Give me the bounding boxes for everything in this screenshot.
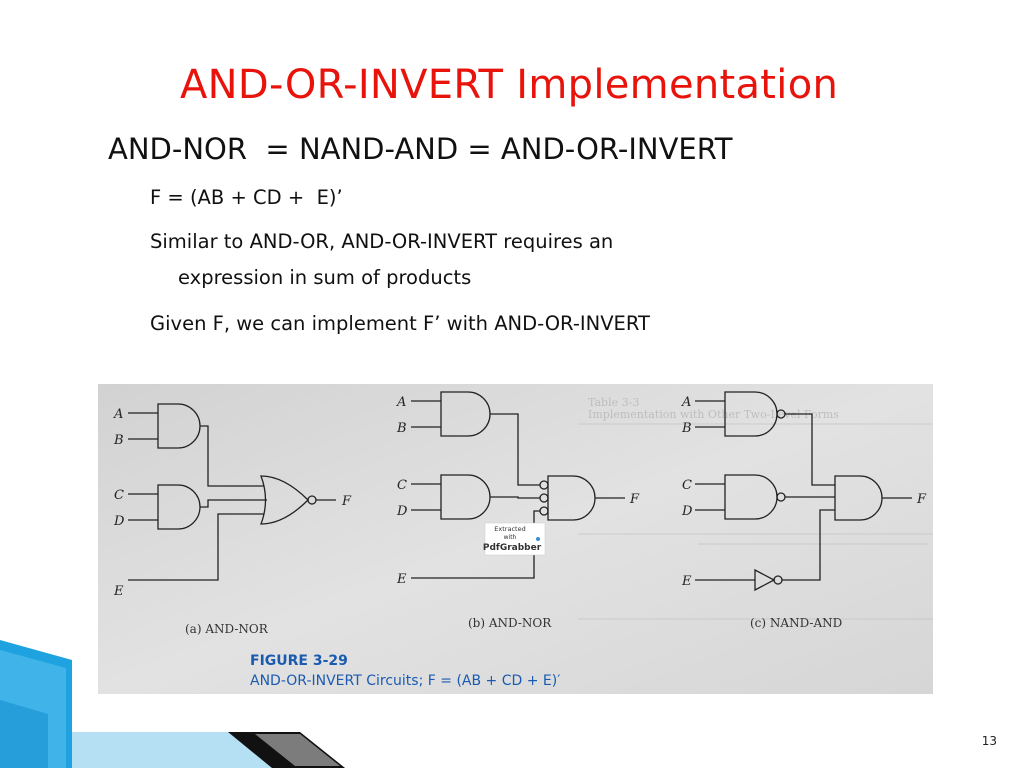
- label-b-D: D: [396, 504, 408, 519]
- label-a-D: D: [113, 514, 125, 529]
- label-a-F: F: [341, 494, 352, 509]
- label-a-E: E: [113, 584, 124, 599]
- label-c-B: B: [681, 421, 692, 436]
- watermark-line1: Extracted: [494, 525, 525, 533]
- label-c-F: F: [916, 492, 927, 507]
- circuit-figure: Implementation with Other Two-Level Form…: [98, 384, 933, 694]
- label-b-E: E: [396, 572, 407, 587]
- bullet-similar: Similar to AND-OR, AND-OR-INVERT require…: [150, 230, 614, 253]
- page-number: 13: [981, 734, 997, 748]
- slide-title: AND-OR-INVERT Implementation: [180, 62, 839, 108]
- bottom-band-light: [72, 732, 345, 768]
- label-c-D: D: [681, 504, 693, 519]
- bottom-band-highlight: [255, 734, 340, 766]
- label-b-A: A: [396, 395, 406, 410]
- bottom-band-dark: [228, 732, 345, 768]
- figure-caption: AND-OR-INVERT Circuits; F = (AB + CD + E…: [250, 673, 560, 689]
- bullet-expression: F = (AB + CD + E)’: [150, 186, 343, 209]
- label-c-C: C: [682, 478, 692, 493]
- label-a-C: C: [114, 488, 124, 503]
- corner-block-shade: [0, 700, 48, 768]
- circuit-diagram: Implementation with Other Two-Level Form…: [98, 384, 933, 694]
- label-b-B: B: [396, 421, 407, 436]
- label-a-B: B: [113, 433, 124, 448]
- label-c-E: E: [681, 574, 692, 589]
- slide-heading: AND-NOR = NAND-AND = AND-OR-INVERT: [108, 132, 733, 166]
- figure-number: FIGURE 3-29: [250, 653, 348, 669]
- bullet-given: Given F, we can implement F’ with AND-OR…: [150, 312, 650, 335]
- corner-block-light: [0, 650, 66, 768]
- svg-text:Table 3-3: Table 3-3: [588, 396, 639, 409]
- label-b-F: F: [629, 492, 640, 507]
- caption-c: (c) NAND-AND: [750, 616, 842, 630]
- watermark-brand: PdfGrabber: [483, 543, 542, 553]
- caption-b: (b) AND-NOR: [468, 616, 552, 630]
- caption-a: (a) AND-NOR: [185, 622, 269, 636]
- label-b-C: C: [397, 478, 407, 493]
- label-c-A: A: [681, 395, 691, 410]
- watermark-line2: with: [504, 534, 517, 541]
- bullet-similar-cont: expression in sum of products: [178, 266, 472, 289]
- corner-block-blue: [0, 640, 72, 768]
- label-a-A: A: [113, 407, 123, 422]
